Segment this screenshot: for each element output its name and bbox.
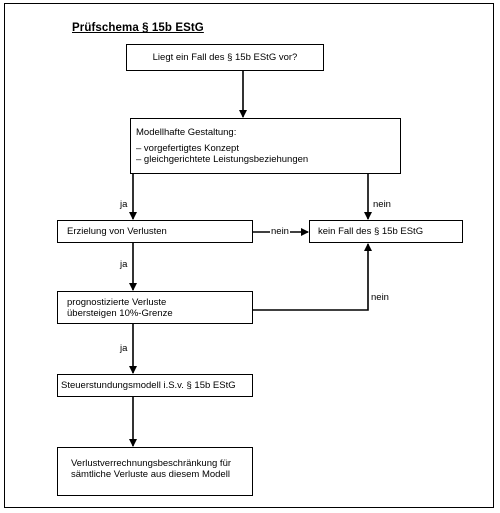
node-prognose-line-2: übersteigen 10%-Grenze [67,308,173,319]
node-prognose: prognostizierte Verluste übersteigen 10%… [57,291,253,324]
edge-label-ja-1: ja [120,199,128,210]
diagram-frame [4,3,494,508]
node-start-text: Liegt ein Fall des § 15b EStG vor? [152,52,298,63]
node-erzielung: Erzielung von Verlusten [57,220,253,243]
node-beschraenkung: Verlustverrechnungsbeschränkung für sämt… [57,447,253,496]
node-kein-fall-text: kein Fall des § 15b EStG [318,226,424,237]
node-modellhaft-item-2: – gleichgerichtete Leistungsbeziehungen [136,154,309,165]
node-beschraenkung-line-2: sämtliche Verluste aus diesem Modell [71,469,230,480]
node-prognose-line-1: prognostizierte Verluste [67,297,167,308]
node-modellhaft-heading: Modellhafte Gestaltung: [136,127,237,138]
diagram-title: Prüfschema § 15b EStG [72,22,204,34]
edge-prognose-keinfall [253,243,372,311]
edge-label-ja-2: ja [120,259,128,270]
node-steuerstundung-text: Steuerstundungsmodell i.S.v. § 15b EStG [61,380,236,391]
node-steuerstundung: Steuerstundungsmodell i.S.v. § 15b EStG [57,374,253,397]
node-beschraenkung-line-1: Verlustverrechnungsbeschränkung für [71,458,232,469]
edge-label-nein-1: nein [373,199,391,210]
edge-label-ja-3: ja [120,343,128,354]
node-modellhaft: Modellhafte Gestaltung: – vorgefertigtes… [130,118,401,174]
node-start: Liegt ein Fall des § 15b EStG vor? [126,44,324,71]
node-kein-fall: kein Fall des § 15b EStG [309,220,463,243]
edge-label-nein-2: nein [270,226,290,237]
node-erzielung-text: Erzielung von Verlusten [67,226,167,237]
node-modellhaft-item-1: – vorgefertigtes Konzept [136,143,239,154]
edge-label-nein-3: nein [371,292,389,303]
